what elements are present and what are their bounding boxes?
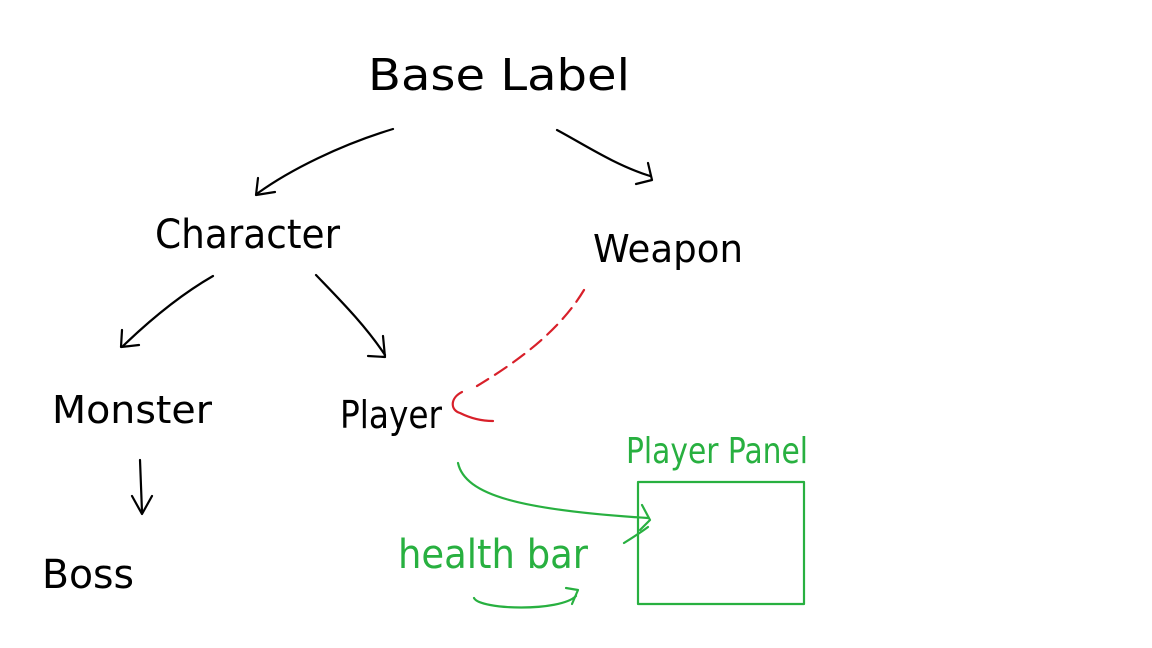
association-weapon-to-player xyxy=(451,288,586,423)
node-player: Player xyxy=(340,393,442,437)
node-health-bar: health bar xyxy=(398,532,589,578)
connector-healthbar-to-panel xyxy=(622,525,650,545)
connector-player-to-panel xyxy=(456,461,652,532)
arrow-base-to-character xyxy=(254,127,395,197)
healthbar-underline-arrow xyxy=(472,586,580,609)
node-boss: Boss xyxy=(42,552,134,598)
player-panel-box xyxy=(636,480,806,606)
node-weapon: Weapon xyxy=(593,227,743,271)
node-base-label: Base Label xyxy=(368,50,630,101)
node-monster: Monster xyxy=(52,388,212,432)
arrow-monster-to-boss xyxy=(130,458,154,516)
arrow-character-to-player xyxy=(314,273,387,359)
node-player-panel: Player Panel xyxy=(626,431,808,472)
arrow-base-to-weapon xyxy=(555,128,654,186)
node-character: Character xyxy=(155,212,341,258)
arrow-character-to-monster xyxy=(119,274,215,349)
